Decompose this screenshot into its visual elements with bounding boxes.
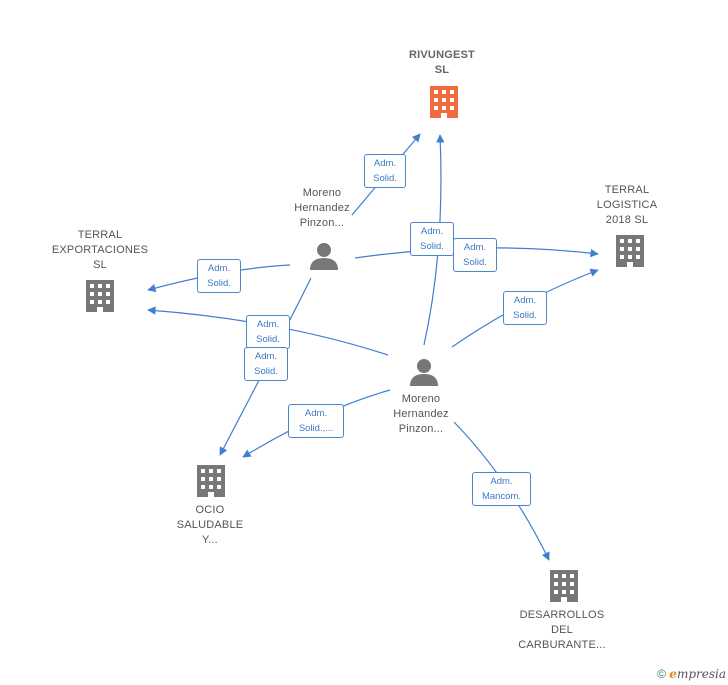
person-icon: [310, 243, 338, 270]
edge-label[interactable]: Adm. Solid.: [246, 315, 290, 349]
brand-logo: empresia: [669, 667, 726, 681]
person-icon: [410, 359, 438, 386]
building-icon: [616, 235, 644, 267]
edge-label[interactable]: Adm. Solid.: [503, 291, 547, 325]
edge-label[interactable]: Adm. Solid.: [197, 259, 241, 293]
node-ocio-saludable-label[interactable]: OCIO SALUDABLE Y...: [176, 504, 244, 546]
node-person-center-label[interactable]: Moreno Hernandez Pinzon...: [393, 393, 449, 435]
edge-label[interactable]: Adm. Solid.: [410, 222, 454, 256]
building-icon: [550, 570, 578, 602]
edge-label[interactable]: Adm. Solid.,...: [288, 404, 344, 438]
node-rivungest-label[interactable]: RIVUNGEST SL: [409, 49, 475, 76]
node-desarrollos-label[interactable]: DESARROLLOS DEL CARBURANTE...: [518, 609, 606, 651]
node-person-top-label[interactable]: Moreno Hernandez Pinzon...: [294, 187, 350, 229]
copyright-icon: ©: [657, 667, 666, 681]
edge-label[interactable]: Adm. Solid.: [453, 238, 497, 272]
edge-label[interactable]: Adm. Mancom.: [472, 472, 531, 506]
building-icon: [197, 465, 225, 497]
node-terral-logistica-label[interactable]: TERRAL LOGISTICA 2018 SL: [596, 184, 658, 226]
building-icon: [430, 86, 458, 118]
edge-label[interactable]: Adm. Solid.: [364, 154, 406, 188]
brand-footer: © empresia: [657, 667, 726, 681]
node-terral-exportaciones-label[interactable]: TERRAL EXPORTACIONES SL: [51, 229, 149, 271]
edge-label[interactable]: Adm. Solid.: [244, 347, 288, 381]
building-icon: [86, 280, 114, 312]
